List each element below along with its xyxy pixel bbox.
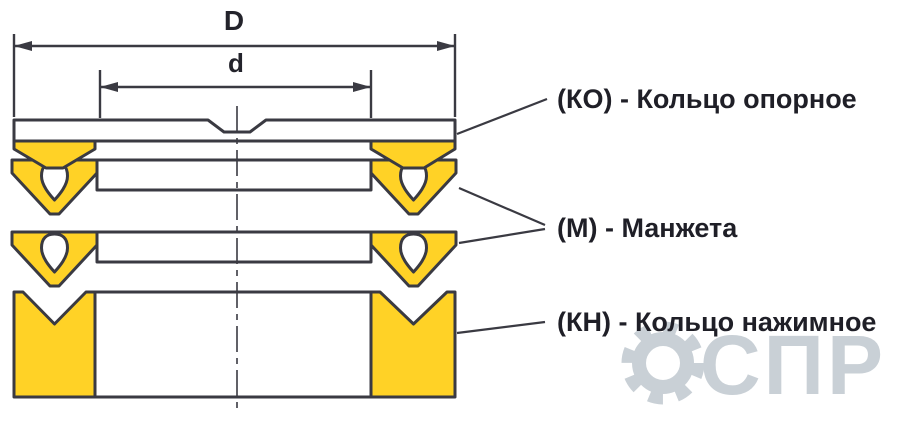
- dimension-inner-d: [98, 70, 373, 118]
- watermark-text: СПР: [700, 318, 886, 412]
- gear-icon-body: [632, 332, 694, 394]
- dimension-outer-D: [12, 34, 457, 117]
- pressure-ring-left-block: [12, 290, 97, 399]
- arrowhead-left-D: [14, 41, 32, 51]
- label-cuff: (М) - Манжета: [557, 213, 738, 243]
- dimension-label-d: d: [228, 48, 244, 78]
- cuff-lower-left-groove: [40, 232, 69, 274]
- pressure-ring-web: [93, 290, 373, 399]
- arrowhead-right-D: [437, 41, 455, 51]
- leader-cuff-upper: [458, 186, 546, 227]
- label-pressure-ring: (КН) - Кольцо нажимное: [557, 307, 876, 337]
- arrowhead-left-d: [100, 82, 118, 92]
- leader-support-ring: [456, 97, 548, 136]
- pressure-ring-shape: [12, 290, 457, 399]
- label-support-ring: (КО) - Кольцо опорное: [557, 84, 857, 114]
- support-ring-right-cap: [369, 139, 457, 170]
- leader-pressure-ring: [456, 320, 546, 335]
- cuff-lower-shape: [10, 230, 458, 288]
- cuff-upper-shape: [10, 158, 458, 216]
- cuff-lower-web: [95, 230, 373, 264]
- support-ring-top-strip: [12, 118, 457, 143]
- watermark-logo: СПР: [621, 318, 886, 412]
- leader-cuff-lower: [458, 227, 546, 245]
- arrowhead-right-d: [353, 82, 371, 92]
- pressure-ring-right-block: [369, 290, 457, 399]
- cuff-upper-web: [95, 158, 373, 192]
- support-ring-left-cap: [12, 139, 97, 170]
- leader-lines: [456, 97, 548, 335]
- gear-icon: [621, 321, 705, 405]
- cuff-lower-right-groove: [399, 232, 428, 274]
- dimension-label-D: D: [224, 5, 244, 36]
- support-ring-shape: [12, 118, 457, 170]
